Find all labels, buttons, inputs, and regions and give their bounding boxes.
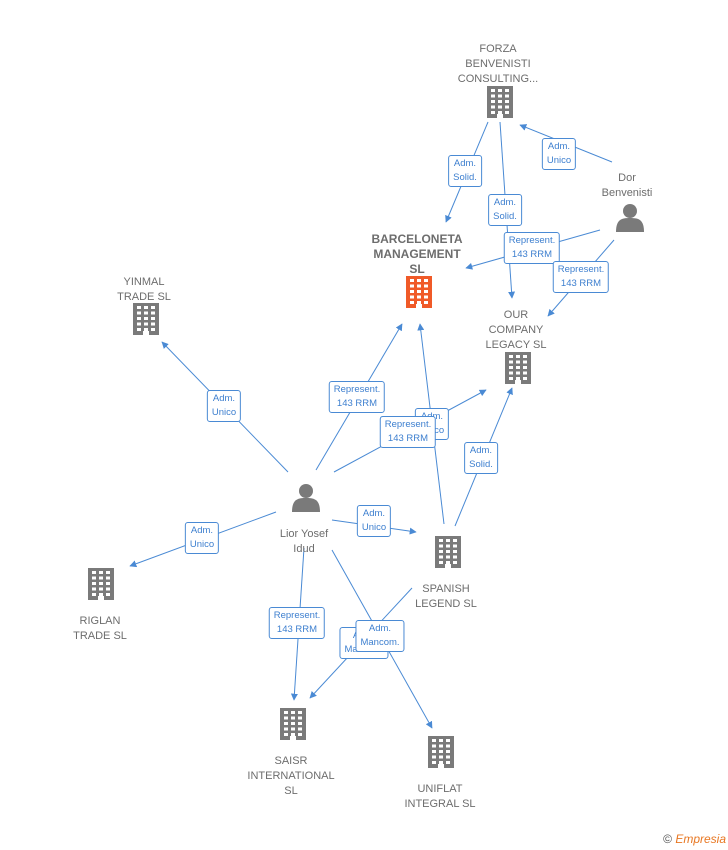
node-label-barceloneta[interactable]: BARCELONETA MANAGEMENT SL <box>371 232 463 276</box>
building-icon-ourcompany[interactable] <box>505 352 531 384</box>
edge-label-dor-barceloneta[interactable]: Represent. 143 RRM <box>503 232 561 264</box>
node-label-uniflat[interactable]: UNIFLAT INTEGRAL SL <box>404 783 476 810</box>
node-label-spanish[interactable]: SPANISH LEGEND SL <box>415 583 477 610</box>
person-icon-dor[interactable] <box>616 204 644 232</box>
footer: © Empresia <box>663 832 726 846</box>
edge-label-dor-ourcompany[interactable]: Represent. 143 RRM <box>552 261 610 293</box>
building-icon-forza[interactable] <box>487 86 513 118</box>
brand-logo[interactable]: Empresia <box>675 832 726 846</box>
edge-label-forza-ourcompany[interactable]: Adm. Solid. <box>488 194 522 226</box>
node-label-dor[interactable]: Dor Benvenisti <box>601 172 653 199</box>
building-icon-spanish[interactable] <box>435 536 461 568</box>
node-label-riglan[interactable]: RIGLAN TRADE SL <box>73 615 127 642</box>
edge-label-lior-spanish[interactable]: Adm. Unico <box>356 505 392 537</box>
edge-label-forza-barceloneta[interactable]: Adm. Solid. <box>448 155 482 187</box>
node-label-lior[interactable]: Lior Yosef Idud <box>279 528 329 555</box>
edge-label-dor-forza[interactable]: Adm. Unico <box>541 138 577 170</box>
node-label-forza[interactable]: FORZA BENVENISTI CONSULTING... <box>457 43 539 85</box>
building-icon-barceloneta[interactable] <box>406 276 432 308</box>
nodes-layer <box>88 86 644 768</box>
building-icon-uniflat[interactable] <box>428 736 454 768</box>
edge-label-spanish-barceloneta[interactable]: Represent. 143 RRM <box>379 416 437 448</box>
copyright-symbol: © <box>663 832 672 846</box>
edge-label-lior-riglan[interactable]: Adm. Unico <box>184 522 220 554</box>
edge-label-lior-saisr[interactable]: Represent. 143 RRM <box>268 607 326 639</box>
building-icon-saisr[interactable] <box>280 708 306 740</box>
node-label-saisr[interactable]: SAISR INTERNATIONAL SL <box>247 755 335 797</box>
edge-label-lior-uniflat[interactable]: Adm. Mancom. <box>355 620 405 652</box>
edge-label-spanish-ourcompany[interactable]: Adm. Solid. <box>464 442 498 474</box>
edge-label-lior-yinmal[interactable]: Adm. Unico <box>206 390 242 422</box>
node-label-ourcompany[interactable]: OUR COMPANY LEGACY SL <box>485 309 547 351</box>
node-label-yinmal[interactable]: YINMAL TRADE SL <box>117 276 171 303</box>
building-icon-riglan[interactable] <box>88 568 114 600</box>
building-icon-yinmal[interactable] <box>133 303 159 335</box>
person-icon-lior[interactable] <box>292 484 320 512</box>
edge-label-lior-barceloneta[interactable]: Represent. 143 RRM <box>328 381 386 413</box>
